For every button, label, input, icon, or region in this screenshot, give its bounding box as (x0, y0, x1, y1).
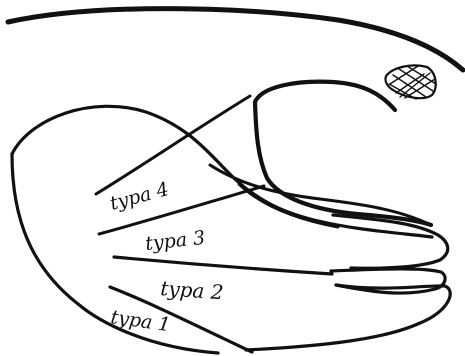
type4-boundary-line (96, 96, 250, 194)
type2-label: typa 2 (160, 276, 225, 304)
inner-upper-contour-line (210, 165, 431, 225)
outer-top-curve (8, 9, 463, 70)
type3-label: typa 3 (144, 227, 206, 255)
inner-hook-descending (255, 102, 431, 225)
type4-label: typa 4 (108, 178, 172, 215)
type2-boundary-line (114, 257, 332, 274)
inner-hook-curve (255, 82, 395, 110)
right-lobe-lower (246, 285, 450, 350)
